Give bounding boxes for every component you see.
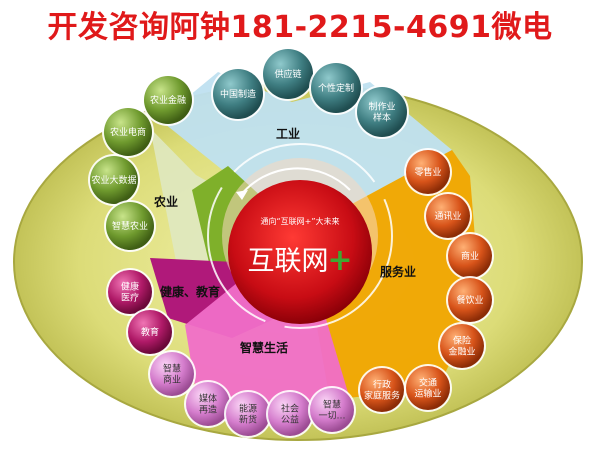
- direction-arrow-head: [236, 190, 248, 200]
- node-label: 交通: [419, 377, 437, 389]
- node-label: 供应链: [274, 68, 301, 80]
- node-label: 健康: [121, 281, 139, 293]
- node-label: 能源: [239, 403, 257, 415]
- inner-ring: [207, 143, 393, 329]
- node-label: 农业大数据: [91, 174, 136, 186]
- sector-label-services: 服务业: [380, 264, 416, 279]
- node-label: 个性定制: [318, 82, 354, 94]
- sector-label-agriculture: 农业: [153, 194, 178, 209]
- smart-life-node: 智慧一切…: [308, 386, 356, 434]
- node-sphere: [360, 368, 404, 412]
- industry-node: 供应链: [261, 47, 315, 101]
- node-sphere: [448, 234, 492, 278]
- agriculture-node: 农业金融: [142, 74, 194, 126]
- node-sphere: [448, 278, 492, 322]
- node-sphere: [213, 69, 263, 119]
- services-node: 零售业: [404, 148, 452, 196]
- node-sphere: [128, 310, 172, 354]
- agriculture-node: 农业大数据: [88, 154, 140, 206]
- node-label: 一切…: [318, 411, 345, 422]
- sector-label-smart-life: 智慧生活: [239, 340, 288, 355]
- banner-title: 开发咨询阿钟181-2215-4691微电: [47, 10, 553, 45]
- node-sphere: [311, 63, 361, 113]
- hub-top-text: 通向“互联网+”大未来: [261, 216, 340, 226]
- node-sphere: [357, 87, 407, 137]
- node-label: 零售业: [414, 166, 441, 178]
- node-sphere: [144, 76, 192, 124]
- agriculture-node: 智慧农业: [104, 200, 156, 252]
- industry-node: 中国制造: [211, 67, 265, 121]
- node-label: 农业金融: [150, 94, 186, 106]
- node-label: 智慧农业: [112, 220, 148, 232]
- node-sphere: [406, 366, 450, 410]
- node-sphere: [440, 324, 484, 368]
- sector-label-health-education: 健康、教育: [160, 284, 220, 299]
- node-label: 餐饮业: [456, 294, 483, 306]
- node-label: 制作业: [368, 101, 395, 113]
- sector-label-industry: 工业: [276, 126, 300, 141]
- node-sphere: [106, 202, 154, 250]
- node-label: 智慧: [323, 399, 341, 411]
- node-sphere: [226, 392, 270, 436]
- node-label: 行政: [373, 379, 391, 391]
- direction-arrow: [239, 167, 351, 197]
- node-label: 智慧: [163, 363, 181, 375]
- node-label: 媒体: [199, 393, 217, 405]
- node-sphere: [426, 194, 470, 238]
- node-sphere: [108, 270, 152, 314]
- node-label: 新货: [239, 414, 257, 426]
- node-label: 通讯业: [434, 211, 461, 222]
- node-sphere: [310, 388, 354, 432]
- node-sphere: [90, 156, 138, 204]
- node-sphere: [186, 382, 230, 426]
- node-sphere: [268, 392, 312, 436]
- hub-plus: +: [327, 243, 352, 278]
- node-label: 教育: [141, 326, 159, 338]
- node-label: 中国制造: [220, 88, 256, 100]
- node-label: 金融业: [448, 346, 475, 358]
- hub-title: 互联网: [248, 246, 329, 277]
- node-label: 运输业: [414, 388, 441, 400]
- nodes-layer: 中国制造供应链个性定制制作业样本农业金融农业电商农业大数据智慧农业零售业通讯业商…: [88, 47, 494, 438]
- node-label: 社会: [281, 403, 299, 415]
- node-label: 农业电商: [110, 126, 146, 138]
- node-label: 再造: [199, 404, 217, 416]
- hub-circle: [228, 180, 372, 324]
- node-label: 商业: [461, 250, 479, 262]
- node-sphere: [406, 150, 450, 194]
- services-node: 商业: [446, 232, 494, 280]
- node-label: 家庭服务: [364, 390, 400, 402]
- agriculture-node: 农业电商: [102, 106, 154, 158]
- services-node: 餐饮业: [446, 276, 494, 324]
- node-label: 样本: [373, 112, 391, 124]
- services-node: 通讯业: [424, 192, 472, 240]
- node-label: 公益: [281, 414, 299, 426]
- node-sphere: [150, 352, 194, 396]
- health-education-node: 教育: [126, 308, 174, 356]
- node-sphere: [104, 108, 152, 156]
- node-label: 医疗: [121, 292, 139, 304]
- node-label: 保险: [453, 335, 471, 347]
- node-label: 商业: [163, 374, 181, 386]
- node-sphere: [263, 49, 313, 99]
- industry-node: 个性定制: [309, 61, 363, 115]
